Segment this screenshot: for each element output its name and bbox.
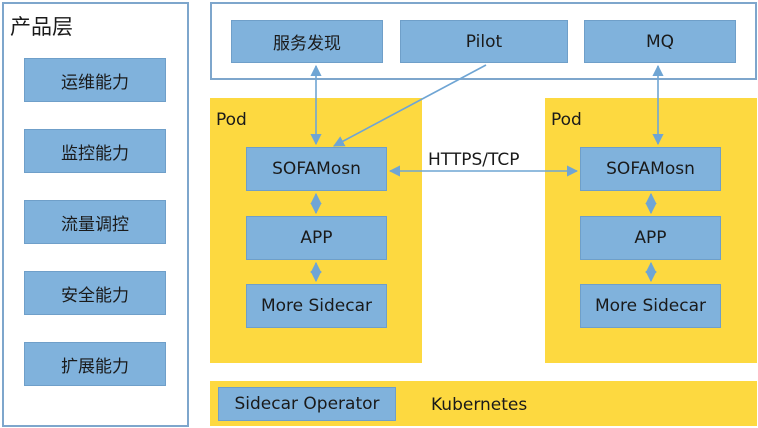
pod-left-more-sidecar: More Sidecar — [246, 284, 387, 328]
pod-right-more-sidecar: More Sidecar — [580, 284, 721, 328]
product-item-extension: 扩展能力 — [24, 342, 166, 386]
pod-left-sofamosn: SOFAMosn — [246, 147, 387, 191]
service-discovery-box: 服务发现 — [231, 20, 383, 63]
pod-right-sofamosn: SOFAMosn — [580, 147, 721, 191]
pod-right-label: Pod — [551, 110, 582, 130]
product-item-monitoring: 监控能力 — [24, 129, 166, 173]
pod-left-label: Pod — [216, 110, 247, 130]
arrow-pilot-mosn — [333, 64, 487, 147]
product-item-ops: 运维能力 — [24, 58, 166, 102]
sidecar-operator-box: Sidecar Operator — [218, 387, 396, 421]
https-tcp-label: HTTPS/TCP — [428, 150, 520, 170]
pilot-box: Pilot — [400, 20, 568, 63]
kubernetes-label: Kubernetes — [431, 395, 528, 415]
pod-left-app: APP — [246, 216, 387, 260]
product-layer-title: 产品层 — [10, 15, 73, 39]
product-item-security: 安全能力 — [24, 271, 166, 315]
pod-right-app: APP — [580, 216, 721, 260]
product-item-traffic: 流量调控 — [24, 200, 166, 244]
mq-box: MQ — [584, 20, 736, 63]
